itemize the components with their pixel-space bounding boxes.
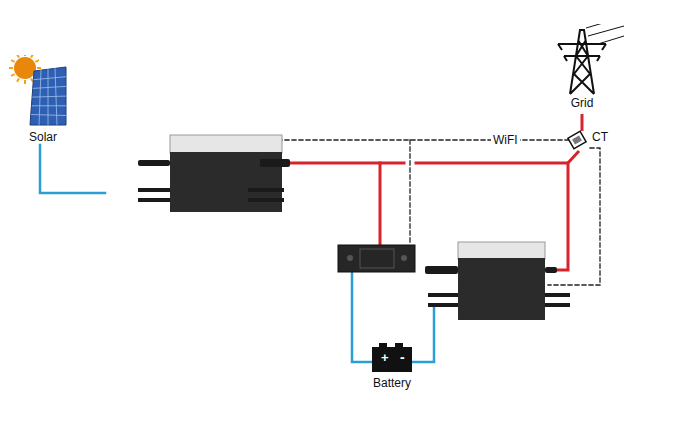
battery-terminal-sign: - bbox=[398, 350, 407, 364]
solar-panel: Solar bbox=[8, 55, 78, 147]
microinverter bbox=[425, 242, 570, 320]
node-label: CT bbox=[592, 130, 608, 144]
node-icon bbox=[358, 343, 426, 375]
node-icon bbox=[566, 128, 588, 150]
wifi-label: WiFI bbox=[491, 133, 520, 147]
node-label: Battery bbox=[373, 376, 411, 390]
node-label: Solar bbox=[29, 130, 57, 144]
node-label: Grid bbox=[571, 96, 594, 110]
battery-charger bbox=[338, 245, 415, 272]
grid-tower: Grid bbox=[540, 24, 624, 112]
node-icon bbox=[8, 55, 78, 130]
ac-wire bbox=[581, 114, 584, 131]
battery: Battery bbox=[358, 343, 426, 390]
microinverter bbox=[138, 135, 290, 212]
battery-terminal-sign: + bbox=[379, 351, 391, 365]
current-transformer: CT bbox=[566, 128, 610, 152]
node-icon bbox=[540, 24, 624, 96]
